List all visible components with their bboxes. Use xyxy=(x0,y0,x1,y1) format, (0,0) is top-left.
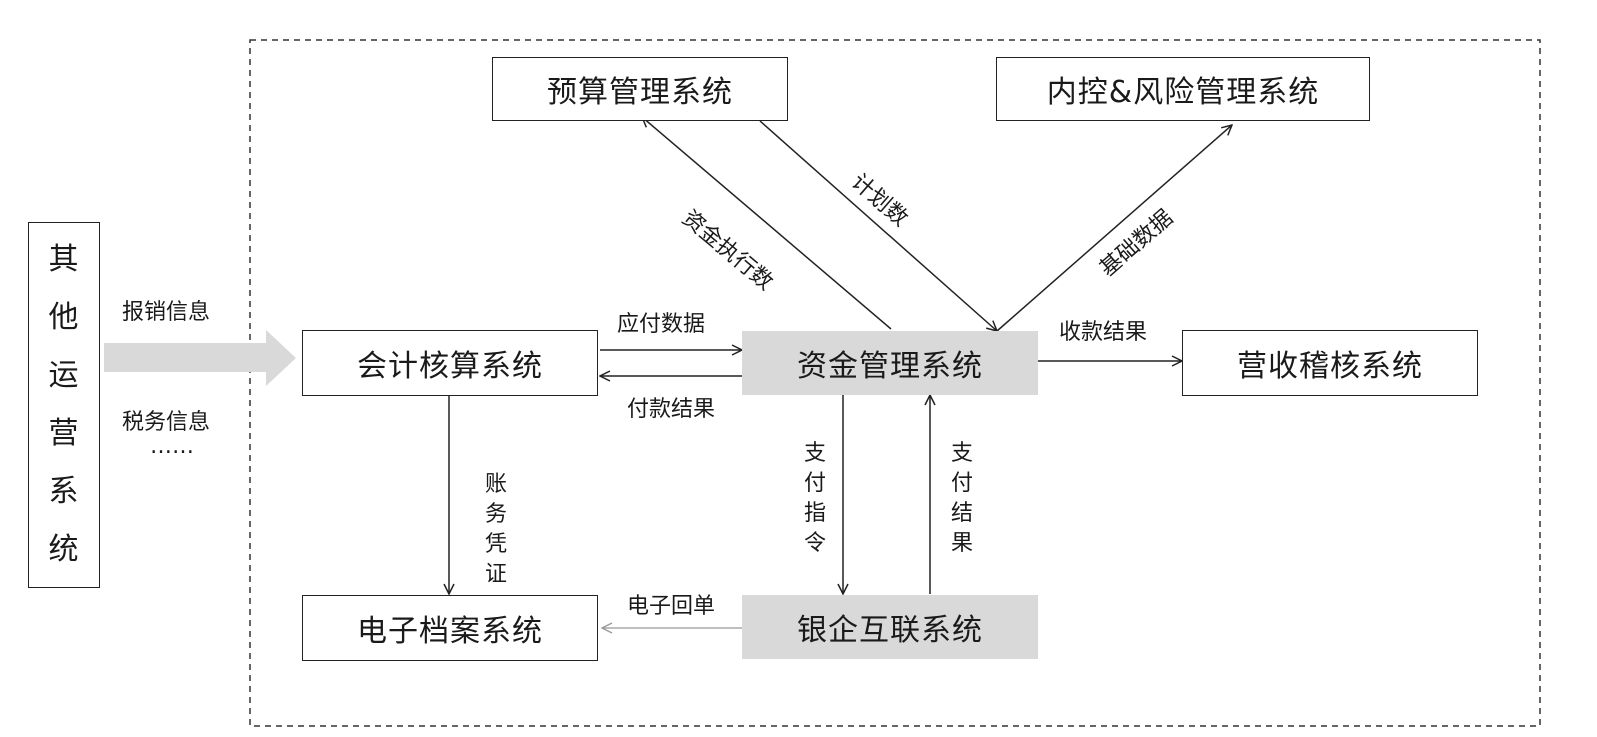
budget-management-system-box: 预算管理系统 xyxy=(492,57,788,121)
label-payment-result-vertical: 支 付 结 果 xyxy=(950,439,974,559)
other-ops-char: 系 xyxy=(48,474,80,509)
bank-enterprise-link-system-box: 银企互联系统 xyxy=(742,595,1038,659)
accounting-system-box: 会计核算系统 xyxy=(302,330,598,396)
voucher-char: 务 xyxy=(484,502,507,527)
label-payment-instruction: 支 付 指 令 xyxy=(803,439,827,559)
label-payment-result: 付款结果 xyxy=(627,397,716,422)
label-tax-info: 税务信息 xyxy=(122,410,211,435)
incoming-block-arrow xyxy=(104,330,296,386)
arrow-basic-data xyxy=(996,125,1232,332)
payment-result-char: 结 xyxy=(950,501,973,526)
voucher-char: 凭 xyxy=(484,532,507,557)
system-boundary xyxy=(249,39,1541,727)
instruction-char: 令 xyxy=(803,531,826,556)
label-reimbursement-info: 报销信息 xyxy=(122,300,211,325)
label-collection-result: 收款结果 xyxy=(1059,320,1148,345)
electronic-archive-system-box: 电子档案系统 xyxy=(302,595,598,661)
other-ops-char: 运 xyxy=(48,358,80,393)
payment-result-char: 付 xyxy=(950,471,973,496)
label-e-receipt: 电子回单 xyxy=(627,594,716,619)
voucher-char: 证 xyxy=(484,562,507,587)
other-ops-char: 其 xyxy=(48,242,80,277)
label-accounting-voucher: 账 务 凭 证 xyxy=(484,470,508,590)
other-ops-char: 统 xyxy=(48,532,80,567)
internal-control-risk-system-box: 内控&风险管理系统 xyxy=(996,57,1370,121)
other-ops-char: 他 xyxy=(48,300,80,335)
revenue-audit-system-box: 营收稽核系统 xyxy=(1182,330,1478,396)
fund-management-system-box: 资金管理系统 xyxy=(742,331,1038,395)
label-ellipsis: …… xyxy=(150,434,194,459)
voucher-char: 账 xyxy=(484,472,507,497)
payment-result-char: 果 xyxy=(950,531,973,556)
other-operations-system-box: 其 他 运 营 系 统 xyxy=(28,222,100,588)
payment-result-char: 支 xyxy=(950,441,973,466)
other-ops-char: 营 xyxy=(48,416,80,451)
instruction-char: 付 xyxy=(803,471,826,496)
arrow-plan-numbers xyxy=(759,120,997,331)
instruction-char: 支 xyxy=(803,441,826,466)
arrow-fund-execution xyxy=(642,117,892,330)
instruction-char: 指 xyxy=(803,501,826,526)
label-payable-data: 应付数据 xyxy=(617,312,706,337)
